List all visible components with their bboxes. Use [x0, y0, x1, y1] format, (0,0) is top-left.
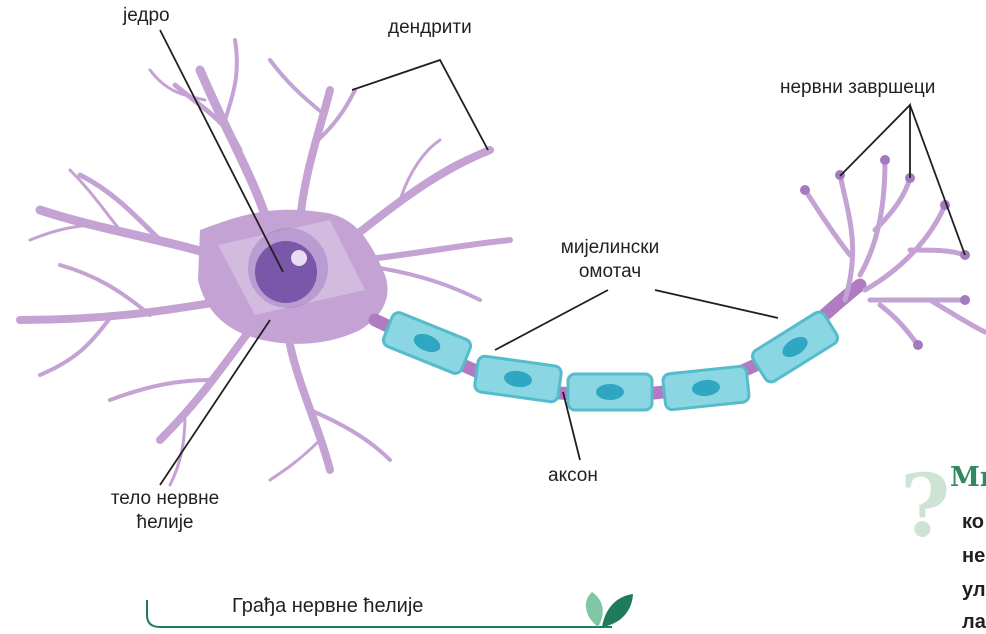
- label-cell-body-line1: тело нервне: [95, 487, 235, 511]
- figure-caption: Грађа нервне ћелије: [232, 595, 423, 618]
- axon-terminals: [805, 160, 985, 345]
- label-myelin-sheath: мијелински омотач: [540, 236, 680, 284]
- nucleolus: [291, 250, 307, 266]
- label-nucleus: једро: [123, 4, 170, 28]
- question-mark-icon: ?: [900, 462, 950, 552]
- side-panel-line: не: [962, 544, 985, 568]
- label-dendrites: дендрити: [388, 16, 472, 40]
- label-cell-body: тело нервне ћелије: [95, 487, 235, 535]
- myelin-sheath: [381, 309, 840, 410]
- label-myelin-line1: мијелински: [540, 236, 680, 260]
- label-cell-body-line2: ћелије: [95, 511, 235, 535]
- side-panel-line: ко: [962, 510, 984, 534]
- label-myelin-line2: омотач: [540, 260, 680, 284]
- nucleus-core: [255, 241, 317, 303]
- label-axon: аксон: [548, 464, 598, 488]
- side-panel-line: ул: [962, 578, 986, 602]
- side-panel-title: Ми: [950, 462, 986, 493]
- leaf-icon: [586, 592, 633, 627]
- side-panel-line: ла: [962, 610, 986, 634]
- label-nerve-terminals: нервни завршеци: [780, 76, 935, 100]
